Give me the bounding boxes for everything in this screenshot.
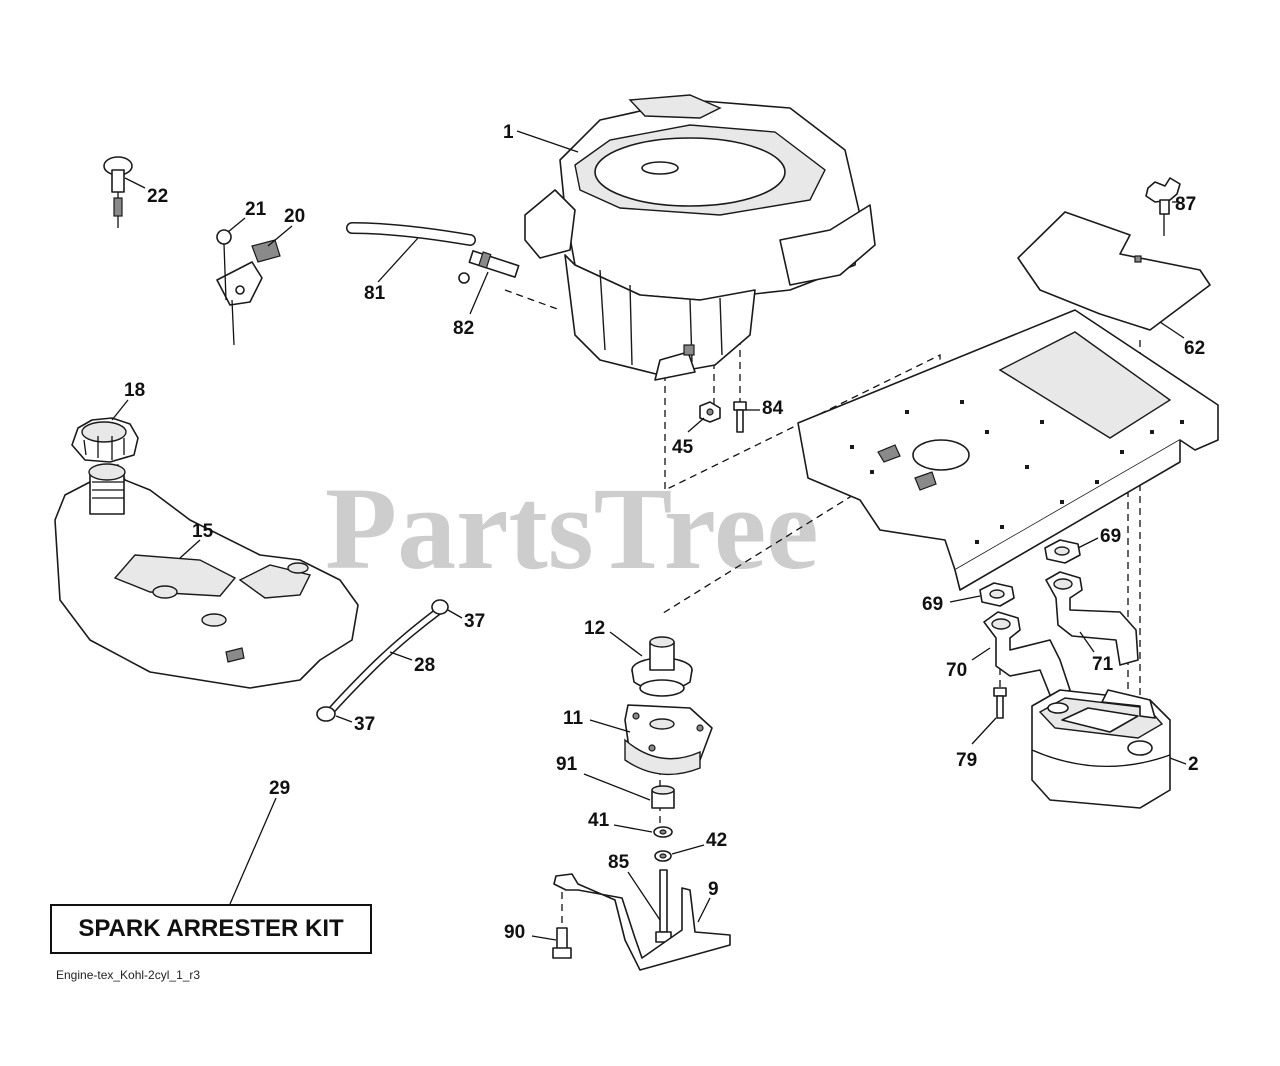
control-bracket-20-21[interactable] — [216, 229, 281, 346]
svg-text:81: 81 — [364, 283, 386, 304]
washer-part-41[interactable] — [653, 826, 673, 838]
callout-84: 84 — [746, 398, 784, 419]
svg-text:11: 11 — [563, 708, 584, 729]
callout-9: 9 — [697, 879, 719, 923]
fuel-line-28[interactable] — [326, 606, 444, 716]
svg-text:87: 87 — [1175, 194, 1196, 215]
svg-text:45: 45 — [672, 437, 694, 458]
callout-11: 11 — [563, 708, 631, 733]
svg-text:28: 28 — [414, 655, 435, 676]
callout-28: 28 — [389, 651, 435, 676]
callout-37-bottom: 37 — [335, 714, 375, 735]
svg-text:41: 41 — [588, 810, 610, 831]
muffler-part-2[interactable] — [1031, 689, 1171, 809]
pulley-part-12[interactable] — [631, 636, 693, 697]
callout-91: 91 — [556, 754, 651, 801]
svg-text:37: 37 — [354, 714, 375, 735]
svg-text:15: 15 — [192, 521, 214, 542]
svg-text:90: 90 — [504, 922, 525, 943]
callout-62: 62 — [1159, 321, 1205, 359]
exhaust-pipe-71[interactable] — [1045, 571, 1139, 666]
diagram-code: Engine-tex_Kohl-2cyl_1_r3 — [56, 968, 201, 982]
svg-text:84: 84 — [762, 398, 784, 419]
callout-1: 1 — [503, 122, 579, 153]
gasket-part-69-left[interactable] — [979, 582, 1015, 607]
watermark-brand: PartsTree — [325, 463, 819, 594]
hose-clamp-37-bottom[interactable] — [316, 706, 336, 722]
svg-text:18: 18 — [124, 380, 145, 401]
callout-69-left: 69 — [922, 594, 981, 615]
svg-text:82: 82 — [453, 318, 474, 339]
svg-text:12: 12 — [584, 618, 605, 639]
engine-part[interactable] — [524, 94, 876, 381]
callout-82: 82 — [453, 271, 489, 339]
callout-15: 15 — [179, 521, 214, 559]
svg-text:69: 69 — [922, 594, 943, 615]
nut-part-45[interactable] — [699, 401, 721, 423]
svg-text:79: 79 — [956, 750, 977, 771]
svg-text:37: 37 — [464, 611, 485, 632]
lock-washer-part-42[interactable] — [654, 850, 672, 862]
callout-37-top: 37 — [447, 609, 485, 632]
svg-text:1: 1 — [503, 122, 514, 143]
bolt-part-79[interactable] — [993, 687, 1007, 719]
fuel-tank-15[interactable] — [54, 463, 359, 689]
callout-29: 29 — [229, 778, 290, 905]
fuel-hose-81[interactable] — [346, 222, 476, 246]
callout-42: 42 — [671, 830, 727, 855]
spark-arrester-kit-label[interactable]: SPARK ARRESTER KIT — [50, 904, 372, 954]
svg-text:91: 91 — [556, 754, 578, 775]
callout-81: 81 — [364, 237, 419, 304]
svg-text:2: 2 — [1188, 754, 1199, 775]
svg-text:29: 29 — [269, 778, 290, 799]
svg-text:70: 70 — [946, 660, 967, 681]
bolt-part-85[interactable] — [655, 869, 672, 943]
callout-90: 90 — [504, 922, 557, 943]
callout-21: 21 — [227, 199, 267, 233]
svg-text:62: 62 — [1184, 338, 1205, 359]
callout-85: 85 — [608, 852, 661, 921]
belt-guide-9[interactable] — [553, 873, 731, 971]
svg-text:21: 21 — [245, 199, 267, 220]
pin-part-22[interactable] — [103, 156, 133, 228]
spacer-part-91[interactable] — [651, 785, 675, 809]
clutch-part-11[interactable] — [624, 704, 713, 776]
svg-text:85: 85 — [608, 852, 630, 873]
bolt-part-84[interactable] — [733, 401, 747, 433]
callout-70: 70 — [946, 647, 991, 681]
heat-shield-62[interactable] — [1017, 211, 1211, 331]
svg-text:20: 20 — [284, 206, 305, 227]
gasket-part-69-right[interactable] — [1044, 539, 1081, 564]
callout-12: 12 — [584, 618, 643, 657]
callout-79: 79 — [956, 717, 997, 771]
knob-part-87[interactable] — [1145, 177, 1181, 236]
callout-69-right: 69 — [1077, 526, 1121, 549]
hose-clamp-37-top[interactable] — [431, 599, 449, 615]
fuel-filter-82[interactable] — [458, 250, 520, 284]
svg-text:9: 9 — [708, 879, 719, 900]
svg-text:42: 42 — [706, 830, 727, 851]
callout-41: 41 — [588, 810, 653, 833]
callout-22: 22 — [124, 177, 168, 207]
callout-20: 20 — [267, 206, 305, 247]
callout-87: 87 — [1172, 194, 1196, 215]
svg-text:22: 22 — [147, 186, 168, 207]
frame-part[interactable] — [797, 309, 1219, 591]
callout-2: 2 — [1169, 754, 1199, 775]
callout-45: 45 — [672, 417, 705, 458]
bolt-part-90[interactable] — [552, 927, 572, 959]
fuel-cap-18[interactable] — [71, 417, 139, 463]
svg-text:71: 71 — [1092, 654, 1114, 675]
svg-text:69: 69 — [1100, 526, 1121, 547]
callout-18: 18 — [111, 380, 145, 421]
exhaust-pipe-70[interactable] — [983, 611, 1071, 701]
callout-71: 71 — [1079, 631, 1114, 675]
